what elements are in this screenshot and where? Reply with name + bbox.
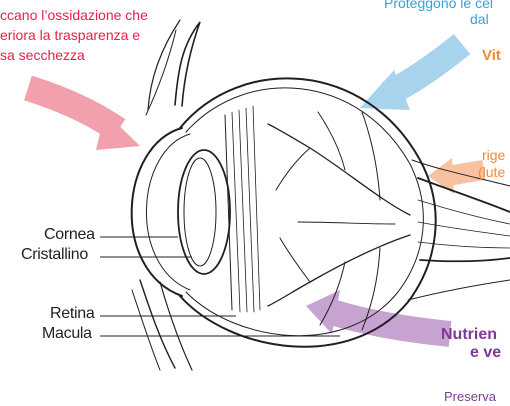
oxidation-text-line-1: ccano l’ossidazione che bbox=[0, 8, 148, 23]
preserva-text: Preserva bbox=[444, 390, 496, 404]
lutein-text-line-2: (lute bbox=[478, 165, 505, 180]
lutein-text-line-1: rige bbox=[482, 148, 505, 163]
label-retina: Retina bbox=[50, 305, 94, 323]
nutrients-label-line-1: Nutrien bbox=[441, 326, 497, 344]
nutrients-label-line-2: e ve bbox=[470, 344, 501, 362]
protection-text-line-2: dal bbox=[470, 12, 489, 27]
protection-text-line-1: Proteggono le cel bbox=[384, 0, 493, 11]
label-cornea: Cornea bbox=[44, 226, 95, 244]
vitamin-label: Vit bbox=[482, 48, 501, 65]
oxidation-text-line-2: eriora la trasparenza e bbox=[0, 28, 140, 43]
label-cristallino: Cristallino bbox=[21, 246, 88, 264]
label-macula: Macula bbox=[42, 325, 92, 343]
red-arrow bbox=[28, 88, 140, 150]
blue-arrow bbox=[360, 44, 462, 110]
oxidation-text-line-3: sa secchezza bbox=[0, 48, 85, 63]
orange-arrow bbox=[428, 158, 484, 194]
label-leader-lines bbox=[100, 237, 340, 336]
